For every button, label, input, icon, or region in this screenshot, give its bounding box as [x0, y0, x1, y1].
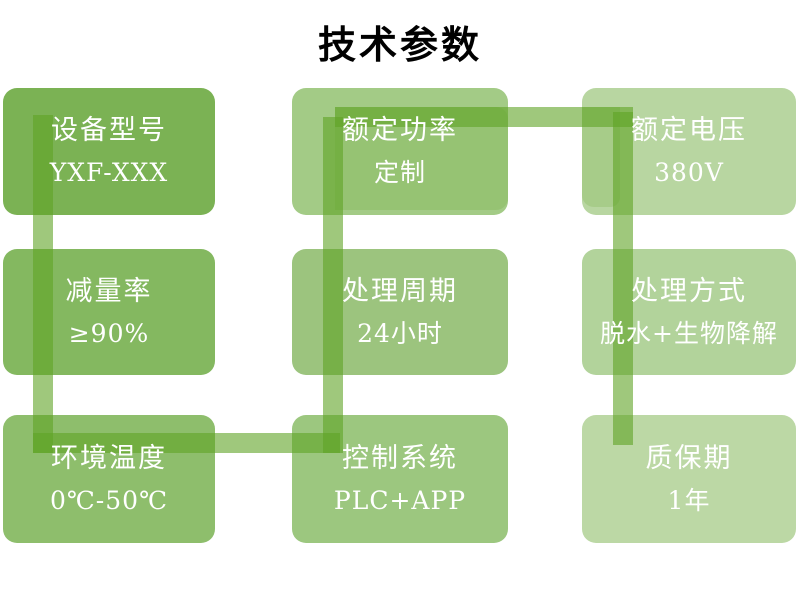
param-label: 设备型号 — [51, 115, 167, 147]
param-label: 控制系统 — [342, 442, 458, 474]
param-value: 0℃-50℃ — [49, 485, 169, 515]
param-value: ≥90% — [68, 318, 150, 348]
param-card-rated-power: 额定功率 定制 — [292, 88, 508, 215]
connector-row1-horizontal — [335, 107, 633, 127]
param-label: 环境温度 — [51, 442, 167, 474]
param-label: 质保期 — [645, 442, 733, 474]
param-label: 减量率 — [65, 275, 153, 307]
param-value: 24小时 — [357, 318, 443, 348]
param-label: 处理方式 — [631, 275, 747, 307]
connector-col3-vertical — [613, 112, 633, 445]
param-value: 1年 — [667, 485, 711, 515]
param-value: YXF-XXX — [49, 158, 169, 188]
param-value: 脱水+生物降解 — [600, 318, 778, 348]
param-label: 处理周期 — [342, 275, 458, 307]
param-label: 额定功率 — [342, 115, 458, 147]
page-title: 技术参数 — [317, 25, 482, 67]
param-label: 额定电压 — [631, 115, 747, 147]
param-value: 380V — [654, 158, 724, 188]
connector-col1-vertical — [33, 115, 53, 453]
connector-row3-horizontal — [33, 433, 340, 453]
connector-col2-vertical — [323, 117, 343, 453]
param-value: PLC+APP — [333, 485, 467, 515]
param-value: 定制 — [373, 158, 426, 188]
